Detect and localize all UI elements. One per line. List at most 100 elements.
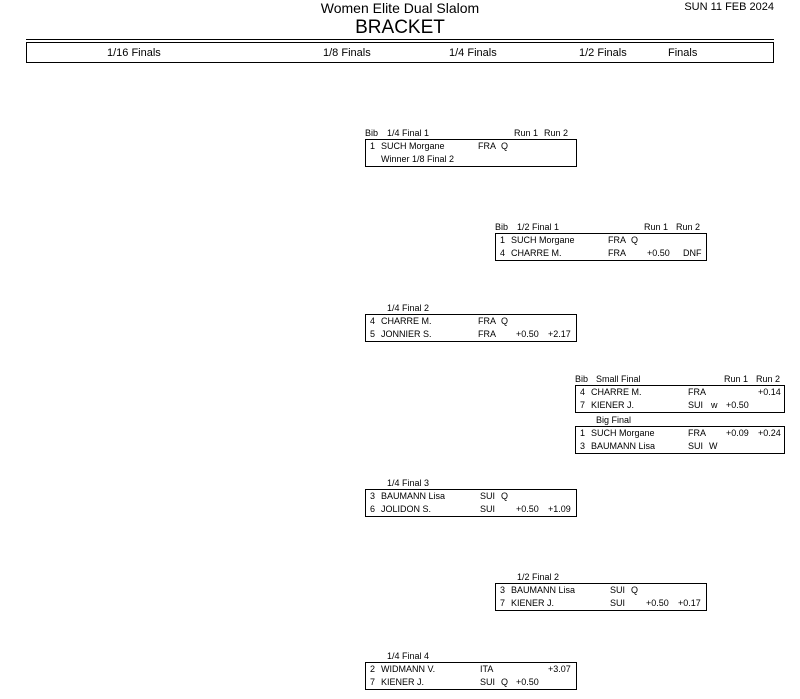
rider-name: KIENER J. [381, 677, 425, 687]
bib: 1 [370, 141, 376, 151]
nation: FRA [608, 235, 626, 245]
event-title: Women Elite Dual Slalom [320, 0, 480, 16]
table-row: 6 JOLIDON S. SUI +0.50 +1.09 [366, 503, 576, 516]
bib-header: Bib [495, 222, 509, 232]
heat-qf2: 1/4 Final 2 4 CHARRE M. FRA Q 5 JONNIER … [365, 302, 577, 342]
rounds-bar: 1/16 Finals 1/8 Finals 1/4 Finals 1/2 Fi… [26, 42, 774, 63]
bib: 5 [370, 329, 376, 339]
bib-header: Bib [575, 374, 589, 384]
run1-time: +0.50 [647, 248, 670, 258]
heat-name: 1/4 Final 3 [387, 478, 430, 488]
bib: 3 [370, 491, 376, 501]
rider-name: JOLIDON S. [381, 504, 432, 514]
heat-qf3: 1/4 Final 3 3 BAUMANN Lisa SUI Q 6 JOLID… [365, 477, 577, 517]
status: Q [501, 316, 509, 326]
bib: 4 [500, 248, 506, 258]
rider-name: CHARRE M. [591, 387, 642, 397]
bib: 7 [370, 677, 376, 687]
run2-time: +2.17 [548, 329, 571, 339]
rider-name: KIENER J. [511, 598, 555, 608]
round-label-1-16: 1/16 Finals [107, 47, 161, 59]
bib: 3 [500, 585, 506, 595]
status: w [711, 400, 718, 410]
heat-sf1: Bib 1/2 Final 1 Run 1 Run 2 1 SUCH Morga… [495, 221, 707, 261]
table-row: 3 BAUMANN Lisa SUI Q [366, 490, 576, 503]
nation: SUI [480, 677, 496, 687]
nation: FRA [478, 141, 496, 151]
nation: FRA [478, 329, 496, 339]
run1-time: +0.50 [516, 329, 539, 339]
nation: SUI [610, 585, 626, 595]
table-row: 4 CHARRE M. FRA +0.14 [576, 386, 784, 399]
heat-name: 1/4 Final 1 [387, 128, 430, 138]
run2-time: +0.24 [758, 428, 781, 438]
table-row: 2 WIDMANN V. ITA +3.07 [366, 663, 576, 676]
run2-header: Run 2 [544, 128, 569, 138]
nation: SUI [480, 504, 496, 514]
bib: 1 [580, 428, 586, 438]
run2-header: Run 2 [756, 374, 781, 384]
nation: ITA [480, 664, 494, 674]
bib-header: Bib [365, 128, 379, 138]
status: Q [501, 677, 509, 687]
header-rule [26, 39, 774, 40]
run2-time: +0.17 [678, 598, 701, 608]
rider-name: CHARRE M. [381, 316, 432, 326]
heat-name: 1/2 Final 1 [517, 222, 560, 232]
rider-name: BAUMANN Lisa [381, 491, 446, 501]
table-row: 3 BAUMANN Lisa SUI W [576, 440, 784, 453]
table-row: 4 CHARRE M. FRA Q [366, 315, 576, 328]
bib: 7 [500, 598, 506, 608]
heat-qf1: Bib 1/4 Final 1 Run 1 Run 2 1 SUCH Morga… [365, 127, 577, 167]
run1-time: +0.50 [516, 504, 539, 514]
round-label-1-4: 1/4 Finals [449, 47, 497, 59]
heat-box: 3 BAUMANN Lisa SUI Q 7 KIENER J. SUI +0.… [495, 583, 707, 611]
run2-time: DNF [683, 248, 702, 258]
heat-name: 1/4 Final 4 [387, 651, 430, 661]
run1-time: +0.50 [516, 677, 539, 687]
heat-name: Big Final [596, 415, 632, 425]
nation: SUI [480, 491, 496, 501]
event-date: SUN 11 FEB 2024 [684, 1, 774, 13]
nation: SUI [688, 441, 704, 451]
run1-time: +0.50 [726, 400, 749, 410]
heat-name: Small Final [596, 374, 641, 384]
heat-small-final: Bib Small Final Run 1 Run 2 4 CHARRE M. … [575, 373, 785, 413]
heat-box: 1 SUCH Morgane FRA Q 4 CHARRE M. FRA +0.… [495, 233, 707, 261]
bracket-title: BRACKET [355, 17, 445, 38]
rider-name: BAUMANN Lisa [511, 585, 576, 595]
run1-time: +0.09 [726, 428, 749, 438]
heat-sf2: 1/2 Final 2 3 BAUMANN Lisa SUI Q 7 KIENE… [495, 571, 707, 611]
round-label-1-2: 1/2 Finals [579, 47, 627, 59]
status: Q [631, 585, 639, 595]
heat-box: 4 CHARRE M. FRA +0.14 7 KIENER J. SUI w … [575, 385, 785, 413]
run2-time: +3.07 [548, 664, 571, 674]
nation: FRA [608, 248, 626, 258]
nation: FRA [478, 316, 496, 326]
rider-name: KIENER J. [591, 400, 635, 410]
table-row: 7 KIENER J. SUI Q +0.50 [366, 676, 576, 689]
round-label-1-8: 1/8 Finals [323, 47, 371, 59]
bib: 4 [580, 387, 586, 397]
bib: 4 [370, 316, 376, 326]
status: Q [631, 235, 639, 245]
heat-big-final: Big Final 1 SUCH Morgane FRA +0.09 +0.24… [575, 414, 785, 454]
heat-box: 1 SUCH Morgane FRA +0.09 +0.24 3 BAUMANN… [575, 426, 785, 454]
bib: 3 [580, 441, 586, 451]
bib: 1 [500, 235, 506, 245]
bib: 2 [370, 664, 376, 674]
rider-name: BAUMANN Lisa [591, 441, 656, 451]
rider-name: SUCH Morgane [591, 428, 655, 438]
table-row: 1 SUCH Morgane FRA +0.09 +0.24 [576, 427, 784, 440]
heat-box: 3 BAUMANN Lisa SUI Q 6 JOLIDON S. SUI +0… [365, 489, 577, 517]
table-row: 3 BAUMANN Lisa SUI Q [496, 584, 706, 597]
run2-header: Run 2 [676, 222, 701, 232]
heat-box: 1 SUCH Morgane FRA Q Winner 1/8 Final 2 [365, 139, 577, 167]
run1-time: +0.50 [646, 598, 669, 608]
rider-name: Winner 1/8 Final 2 [381, 154, 455, 164]
table-row: 1 SUCH Morgane FRA Q [366, 140, 576, 153]
bib: 6 [370, 504, 376, 514]
heat-name: 1/4 Final 2 [387, 303, 430, 313]
status: Q [501, 141, 509, 151]
heat-name: 1/2 Final 2 [517, 572, 560, 582]
